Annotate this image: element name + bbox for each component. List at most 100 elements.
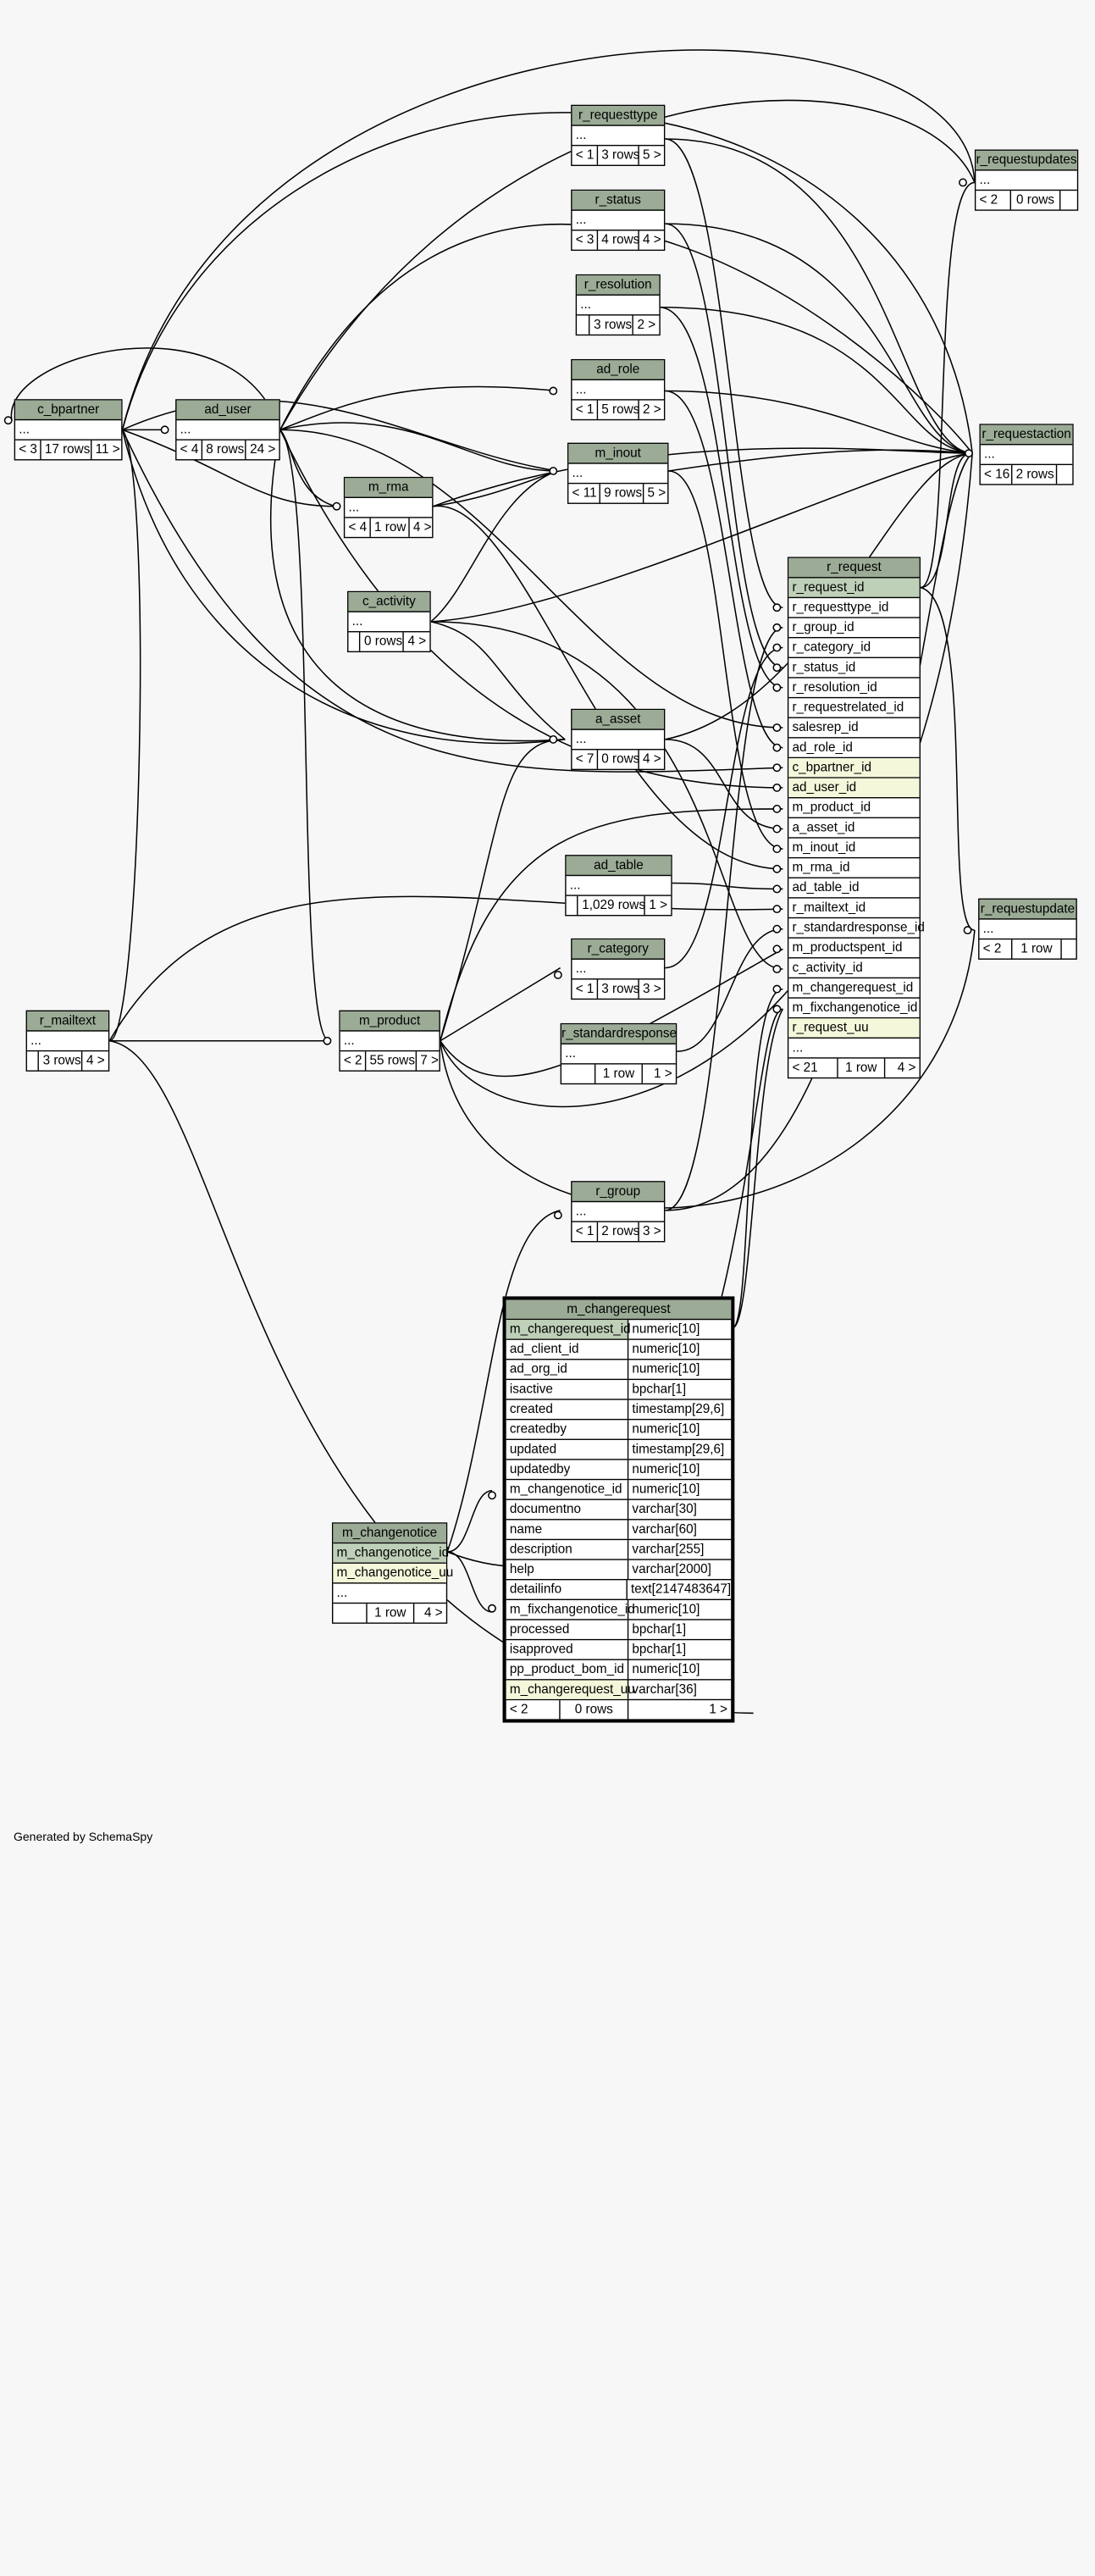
children-link[interactable]: 4 >	[897, 1061, 916, 1076]
table-title[interactable]: r_request	[788, 557, 920, 579]
row-count: 0 rows	[1011, 191, 1061, 210]
parents-link[interactable]: < 2	[976, 191, 1012, 210]
parents-link[interactable]	[27, 1051, 40, 1071]
parents-link[interactable]: < 7	[572, 750, 599, 769]
parents-link[interactable]: < 2	[506, 1700, 561, 1720]
parents-link[interactable]: < 3	[15, 440, 41, 460]
parents-link[interactable]: < 1	[572, 400, 599, 419]
table-title[interactable]: m_changerequest	[506, 1299, 732, 1321]
children-link[interactable]: 4 >	[86, 1054, 105, 1068]
table-title[interactable]: c_bpartner	[15, 400, 122, 421]
parents-link[interactable]	[333, 1604, 368, 1623]
parents-link[interactable]: < 1	[572, 1222, 599, 1242]
parents-link[interactable]: < 4	[345, 518, 371, 537]
children-link[interactable]: 4 >	[423, 1605, 443, 1620]
children-link[interactable]: 7 >	[420, 1054, 439, 1068]
row-count: 17 rows	[41, 440, 92, 460]
column-name: m_changerequest_id	[506, 1320, 631, 1339]
table-title[interactable]: r_requestupdates	[976, 150, 1077, 171]
children-link[interactable]: 2 >	[642, 402, 661, 418]
table-m_changenotice[interactable]: m_changenotice m_changenotice_id m_chang…	[331, 1522, 453, 1624]
children-link[interactable]: 3 >	[642, 1224, 661, 1239]
table-title[interactable]: r_mailtext	[26, 1011, 108, 1032]
children-link[interactable]: 1 >	[709, 1702, 728, 1717]
children-link[interactable]: 11 >	[95, 442, 120, 457]
children-link[interactable]: 4 >	[642, 752, 661, 767]
parents-link[interactable]: < 16	[981, 465, 1013, 485]
parents-link[interactable]: < 1	[572, 146, 599, 165]
parents-link[interactable]	[567, 895, 579, 916]
parents-link[interactable]: < 1	[572, 979, 599, 999]
table-title[interactable]: r_requestupdate	[979, 899, 1076, 920]
table-title[interactable]: r_resolution	[577, 275, 660, 296]
table-title[interactable]: r_requesttype	[572, 106, 664, 126]
parents-link[interactable]: < 2	[340, 1051, 367, 1071]
column-row: r_mailtext_id	[788, 899, 920, 919]
children-link[interactable]: 3 >	[642, 982, 661, 996]
table-title[interactable]: ad_table	[566, 856, 672, 877]
table-title[interactable]: c_activity	[348, 592, 430, 612]
parents-link[interactable]: < 21	[788, 1058, 838, 1077]
table-title[interactable]: m_changenotice	[333, 1523, 446, 1544]
children-link[interactable]	[1060, 191, 1076, 209]
column-name: pp_product_bom_id	[506, 1659, 629, 1680]
children-link[interactable]: 24 >	[250, 442, 276, 457]
table-title[interactable]: a_asset	[572, 710, 664, 730]
children-link[interactable]: 4 >	[407, 634, 427, 649]
parents-link[interactable]: < 3	[572, 230, 599, 250]
children-link[interactable]: 4 >	[642, 233, 661, 247]
parents-link[interactable]	[561, 1064, 596, 1083]
parents-link[interactable]	[577, 315, 590, 335]
table-title[interactable]: m_product	[340, 1011, 440, 1032]
column-row: m_changenotice_id	[333, 1543, 449, 1564]
table-title[interactable]: r_group	[572, 1182, 664, 1203]
table-title[interactable]: ad_role	[572, 360, 664, 380]
children-link[interactable]: 2 >	[637, 318, 656, 332]
parents-link[interactable]	[348, 632, 361, 651]
children-link[interactable]: 4 >	[412, 520, 432, 535]
children-link[interactable]: 1 >	[649, 898, 668, 913]
table-title[interactable]: r_requestaction	[980, 424, 1073, 446]
table-title[interactable]: m_inout	[568, 444, 668, 464]
table-title[interactable]: r_standardresponse	[561, 1024, 677, 1044]
table-title[interactable]: r_category	[572, 939, 664, 960]
column-row: ...	[572, 730, 664, 751]
table-title[interactable]: r_status	[572, 191, 664, 211]
column-row: ...	[176, 420, 279, 440]
children-link[interactable]: 5 >	[647, 486, 666, 501]
parents-link[interactable]: < 11	[568, 484, 600, 503]
children-link[interactable]	[1057, 465, 1072, 484]
children-link[interactable]: 5 >	[642, 148, 661, 163]
children-link[interactable]	[1062, 939, 1076, 958]
parents-link[interactable]: < 2	[979, 939, 1013, 959]
parents-link[interactable]: < 4	[177, 440, 203, 460]
table-title[interactable]: ad_user	[176, 400, 279, 421]
children-link[interactable]: 1 >	[653, 1066, 672, 1082]
table-title[interactable]: m_rma	[345, 478, 433, 498]
